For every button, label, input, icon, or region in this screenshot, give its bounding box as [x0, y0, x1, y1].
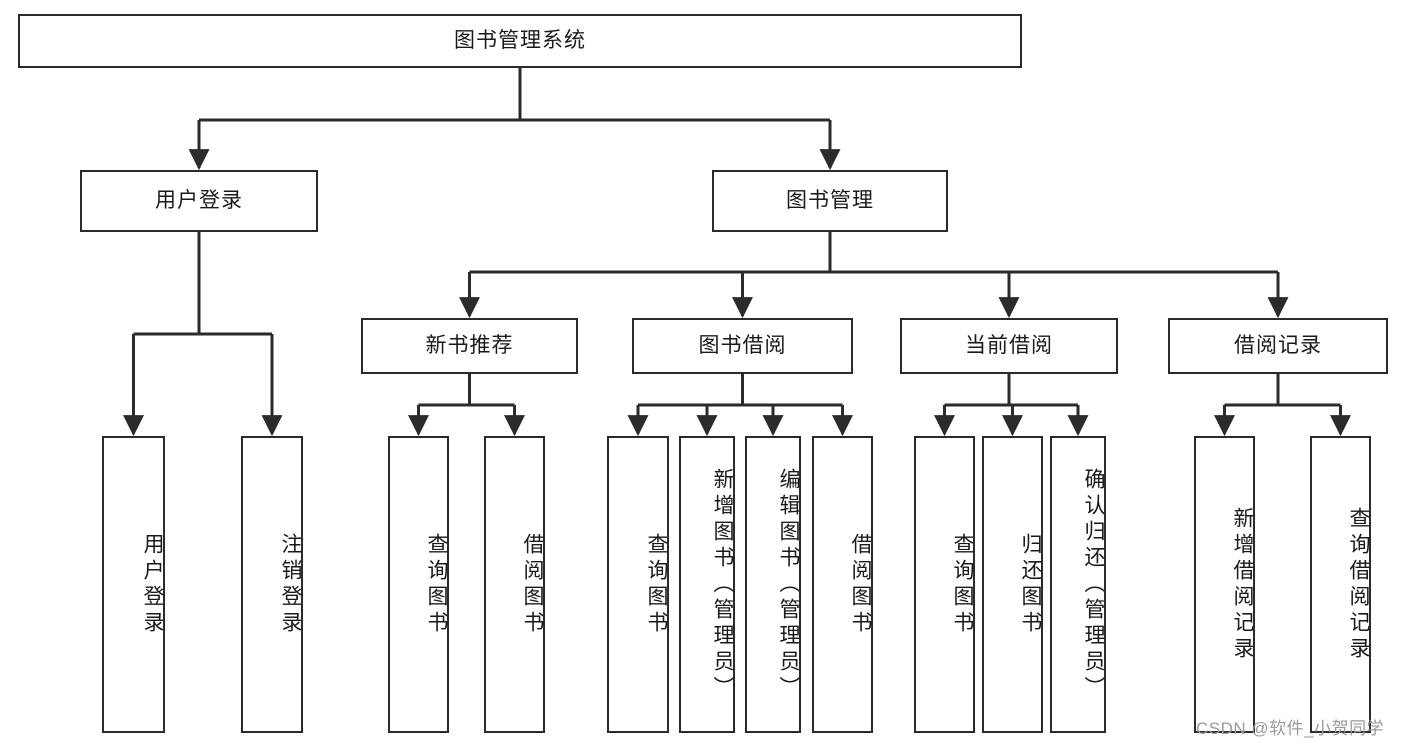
node-leaf-edit-book-admin[interactable]: 编辑图书（管理员） — [745, 436, 801, 733]
node-leaf-query-borrow-record[interactable]: 查询借阅记录 — [1310, 436, 1371, 733]
connector-lines — [123, 68, 1351, 437]
node-leaf-return-book[interactable]: 归还图书 — [982, 436, 1043, 733]
node-leaf-query-book-3-label: 查询图书 — [951, 532, 974, 637]
node-root-label: 图书管理系统 — [454, 29, 586, 53]
node-leaf-borrow-book-2-label: 借阅图书 — [849, 532, 872, 637]
node-current-borrow-label: 当前借阅 — [965, 334, 1053, 358]
node-book-manage[interactable]: 图书管理 — [712, 170, 948, 232]
node-leaf-return-book-label: 归还图书 — [1019, 532, 1042, 637]
node-leaf-query-book-1[interactable]: 查询图书 — [388, 436, 449, 733]
node-leaf-query-borrow-record-label: 查询借阅记录 — [1347, 506, 1370, 663]
node-user-login-label: 用户登录 — [155, 189, 243, 213]
node-leaf-query-book-1-label: 查询图书 — [425, 532, 448, 637]
node-leaf-add-book-admin[interactable]: 新增图书（管理员） — [679, 436, 735, 733]
node-root[interactable]: 图书管理系统 — [18, 14, 1022, 68]
node-new-book-recommend-label: 新书推荐 — [425, 334, 514, 358]
node-current-borrow[interactable]: 当前借阅 — [900, 318, 1118, 374]
node-leaf-user-logout[interactable]: 注销登录 — [241, 436, 303, 733]
node-leaf-add-borrow-record-label: 新增借阅记录 — [1231, 506, 1254, 663]
node-leaf-user-logout-label: 注销登录 — [279, 532, 302, 637]
node-leaf-user-login-label: 用户登录 — [141, 532, 164, 637]
node-leaf-confirm-return-admin[interactable]: 确认归还（管理员） — [1050, 436, 1106, 733]
node-leaf-query-book-3[interactable]: 查询图书 — [914, 436, 975, 733]
node-book-manage-label: 图书管理 — [786, 189, 874, 213]
node-leaf-borrow-book-1[interactable]: 借阅图书 — [484, 436, 545, 733]
node-leaf-query-book-2-label: 查询图书 — [645, 532, 668, 637]
node-borrow-record-label: 借阅记录 — [1234, 334, 1322, 358]
node-leaf-borrow-book-1-label: 借阅图书 — [521, 532, 544, 637]
node-leaf-confirm-return-admin-label: 确认归还（管理员） — [1082, 467, 1105, 702]
node-book-borrow[interactable]: 图书借阅 — [632, 318, 853, 374]
node-book-borrow-label: 图书借阅 — [698, 334, 787, 358]
node-leaf-user-login[interactable]: 用户登录 — [102, 436, 165, 733]
node-leaf-edit-book-admin-label: 编辑图书（管理员） — [777, 467, 800, 702]
node-borrow-record[interactable]: 借阅记录 — [1168, 318, 1388, 374]
node-leaf-add-book-admin-label: 新增图书（管理员） — [711, 467, 734, 702]
watermark-credit: CSDN @软件_小贺同学 — [1196, 719, 1385, 738]
node-new-book-recommend[interactable]: 新书推荐 — [361, 318, 578, 374]
node-user-login[interactable]: 用户登录 — [80, 170, 318, 232]
node-leaf-borrow-book-2[interactable]: 借阅图书 — [812, 436, 873, 733]
node-leaf-add-borrow-record[interactable]: 新增借阅记录 — [1194, 436, 1255, 733]
node-leaf-query-book-2[interactable]: 查询图书 — [607, 436, 669, 733]
